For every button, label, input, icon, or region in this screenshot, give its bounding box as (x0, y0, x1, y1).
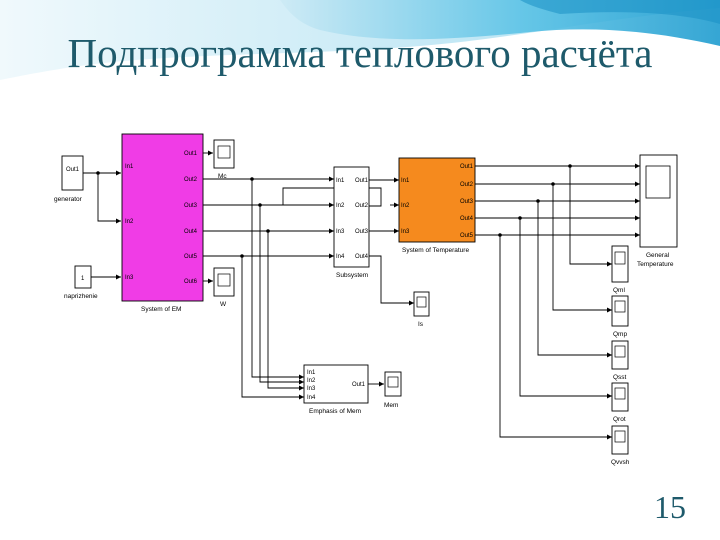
em-out4-port: Out4 (184, 229, 198, 235)
temperature-out4-port: Out4 (460, 216, 474, 222)
scope-mc[interactable]: Mc (213, 139, 235, 180)
scope-is-label: Is (418, 321, 424, 328)
scope-qml-label: Qml (613, 287, 625, 294)
subsystem-out3-port: Out3 (355, 229, 369, 235)
em-out2-port: Out2 (184, 177, 198, 183)
temperature-in2-port: In2 (401, 203, 410, 209)
constant-block[interactable]: 1 naprizhenie (64, 265, 98, 300)
subsystem-block[interactable]: In1 In2 In3 In4 Out1 Out2 Out3 Out4 Subs… (333, 166, 370, 279)
scope-w[interactable]: W (213, 267, 235, 308)
system-of-em-block[interactable]: In1 In2 In3 Out1 Out2 Out3 Out4 Out5 Out… (121, 133, 204, 313)
em-label: System of EM (141, 306, 181, 313)
scope-is[interactable]: Is (413, 291, 430, 328)
temperature-out2-port: Out2 (460, 182, 474, 188)
temperature-label: System of Temperature (402, 247, 469, 254)
emphasis-in4-port: In4 (307, 395, 316, 401)
signal-lines (83, 152, 640, 438)
em-out3-port: Out3 (184, 203, 198, 209)
temperature-in3-port: In3 (401, 229, 410, 235)
scope-qml[interactable]: Qml (611, 245, 629, 294)
subsystem-in3-port: In3 (336, 229, 345, 235)
slide-title: Подпрограмма теплового расчёта (67, 30, 653, 76)
subsystem-in2-port: In2 (336, 203, 345, 209)
subsystem-label: Subsystem (336, 272, 368, 279)
scope-qmp[interactable]: Qmp (611, 295, 629, 338)
signal-arrowheads (116, 150, 640, 440)
scope-mem[interactable]: Mem (384, 371, 402, 409)
scope-mc-label: Mc (218, 173, 227, 180)
temperature-out5-port: Out5 (460, 233, 474, 239)
emphasis-in2-port: In2 (307, 378, 316, 384)
scope-qvvsh[interactable]: Qvvsh (611, 425, 630, 466)
system-of-temperature-block[interactable]: In1 In2 In3 Out1 Out2 Out3 Out4 Out5 Sys… (398, 157, 476, 254)
temperature-out1-port: Out1 (460, 164, 474, 170)
scope-general-temperature[interactable]: General Temperature (637, 154, 678, 268)
em-in3-port: In3 (125, 275, 134, 281)
em-out5-port: Out5 (184, 254, 198, 260)
emphasis-label: Emphasis of Mem (309, 408, 361, 415)
scope-w-label: W (220, 301, 227, 308)
general-scope-label-1: General (646, 252, 670, 259)
scope-qrot[interactable]: Qrot (611, 382, 629, 423)
generator-block[interactable]: Out1 generator (54, 155, 84, 203)
em-in2-port: In2 (125, 219, 134, 225)
general-scope-label-2: Temperature (637, 261, 674, 268)
em-in1-port: In1 (125, 164, 134, 170)
subsystem-in1-port: In1 (336, 178, 345, 184)
branch-points (96, 164, 572, 258)
em-out1-port: Out1 (184, 151, 198, 157)
temperature-out3-port: Out3 (460, 199, 474, 205)
scope-qmp-label: Qmp (613, 331, 627, 338)
subsystem-out2-port: Out2 (355, 203, 369, 209)
emphasis-out1-port: Out1 (352, 382, 366, 388)
scope-mem-label: Mem (384, 402, 398, 409)
constant-value: 1 (81, 276, 85, 282)
generator-label: generator (54, 196, 83, 203)
subsystem-out4-port: Out4 (355, 254, 369, 260)
temperature-in1-port: In1 (401, 178, 410, 184)
page-number: 15 (654, 489, 686, 525)
emphasis-in3-port: In3 (307, 386, 316, 392)
scope-qrot-label: Qrot (613, 416, 626, 423)
constant-label: naprizhenie (64, 293, 98, 300)
scope-qsst[interactable]: Qsst (611, 340, 629, 381)
subsystem-out1-port: Out1 (355, 178, 369, 184)
em-out6-port: Out6 (184, 279, 198, 285)
scope-qvvsh-label: Qvvsh (611, 459, 630, 466)
scope-qsst-label: Qsst (613, 374, 627, 381)
generator-out-port: Out1 (66, 167, 80, 173)
emphasis-in1-port: In1 (307, 370, 316, 376)
emphasis-of-mem-block[interactable]: In1 In2 In3 In4 Out1 Emphasis of Mem (303, 364, 369, 415)
subsystem-in4-port: In4 (336, 254, 345, 260)
